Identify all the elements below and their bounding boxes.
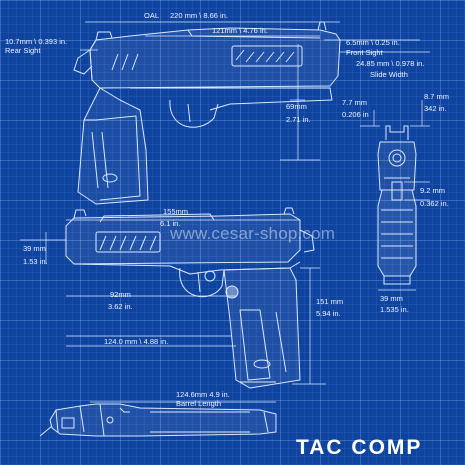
- oal-label: OAL: [144, 11, 160, 20]
- grip-92-mm: 92mm: [110, 290, 131, 299]
- front-sight-dimension: 6.5mm \ 0.25 in.: [346, 38, 400, 47]
- side-39-in: 1.53 in.: [23, 257, 48, 266]
- end-39-in: 1.535 in.: [380, 305, 409, 314]
- height-69-mm: 69mm: [286, 102, 307, 111]
- watermark-text: www.cesar-shop.com: [170, 224, 336, 243]
- slide-width-dimension: 24.85 mm \ 0.978 in.: [356, 59, 425, 68]
- oal-dimension: 220 mm \ 8.66 in.: [170, 11, 228, 20]
- height-151-in: 5.94 in.: [316, 309, 341, 318]
- length-155-in: 6.1 in.: [160, 219, 181, 228]
- pistol-side-view-top: [73, 21, 341, 205]
- height-151-mm: 151 mm: [316, 297, 344, 306]
- slide-width-label: Slide Width: [370, 70, 408, 79]
- end-9-2-mm: 9.2 mm: [420, 186, 446, 195]
- end-7-7-in: 0.206 in: [342, 110, 369, 119]
- barrel-length-label: Barrel Length: [176, 399, 222, 408]
- top-length-dimension: 121mm \ 4.76 in.: [212, 26, 268, 35]
- grip-92-in: 3.62 in.: [108, 302, 133, 311]
- length-155-mm: 155mm: [163, 207, 189, 216]
- pistol-end-view: [377, 125, 417, 285]
- front-sight-label: Front Sight: [346, 48, 383, 57]
- rear-sight-dimension: 10.7mm \ 0.393 in.: [5, 37, 68, 46]
- length-124-dimension: 124.0 mm \ 4.88 in.: [104, 337, 169, 346]
- end-8-7-mm: 8.7 mm: [424, 92, 450, 101]
- height-69-in: 2.71 in.: [286, 115, 311, 124]
- pistol-side-view-middle: [65, 207, 315, 389]
- top-dimension-lines: [80, 21, 430, 161]
- product-title: TAC COMP: [296, 436, 423, 459]
- barrel-length-dimension: 124.6mm 4.9 in.: [176, 390, 230, 399]
- side-39-mm: 39 mm: [23, 244, 46, 253]
- end-9-2-in: 0.362 in.: [420, 199, 449, 208]
- barrel-drawing: [39, 403, 277, 437]
- rear-sight-label: Rear Sight: [5, 46, 41, 55]
- end-7-7-mm: 7.7 mm: [342, 98, 368, 107]
- end-dimension-lines: [360, 100, 430, 291]
- middle-dimension-lines: [20, 219, 326, 385]
- end-8-7-in: 342 in.: [424, 104, 447, 113]
- end-39-mm: 39 mm: [380, 294, 403, 303]
